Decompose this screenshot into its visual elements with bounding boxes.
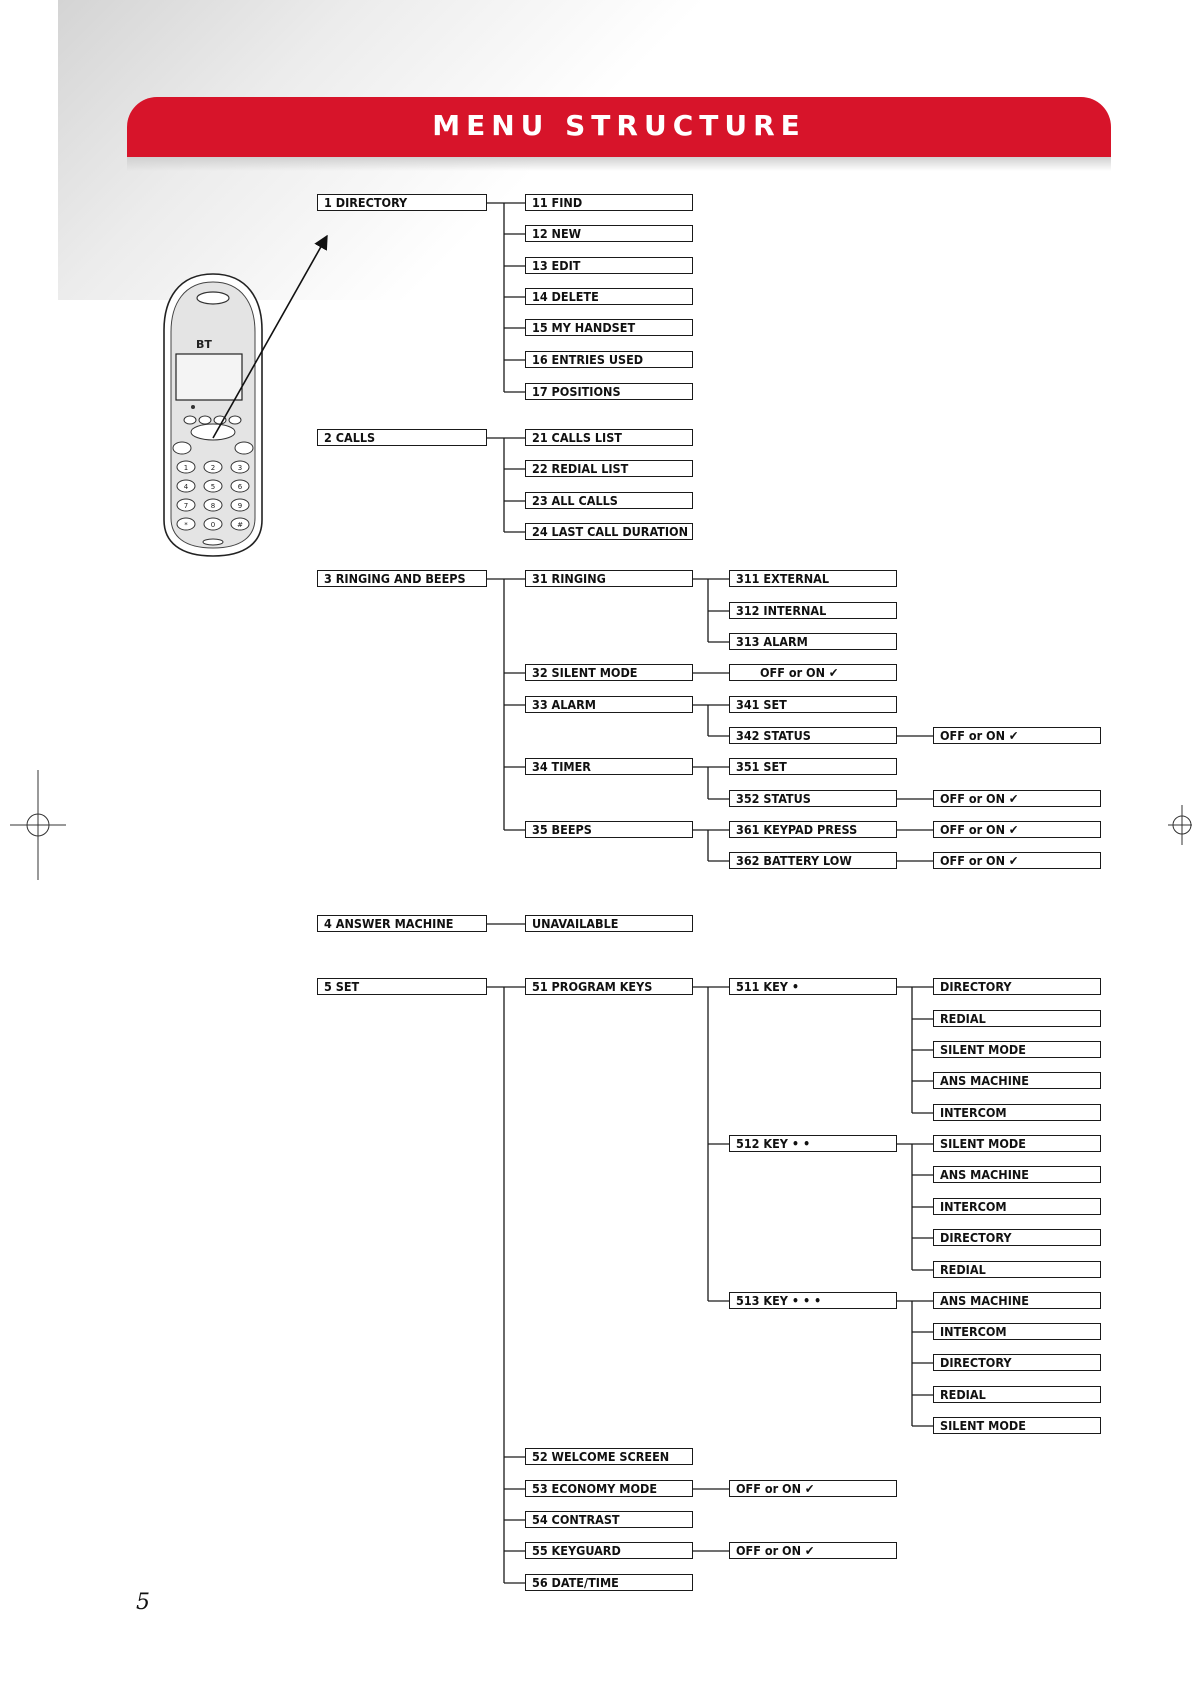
- menu-512-silent-mode: SILENT MODE: [933, 1135, 1101, 1152]
- menu-11-find: 11 FIND: [525, 194, 693, 211]
- menu-512-redial: REDIAL: [933, 1261, 1101, 1278]
- menu-12-new: 12 NEW: [525, 225, 693, 242]
- menu-21-calls-list: 21 CALLS LIST: [525, 429, 693, 446]
- menu-23-all-calls: 23 ALL CALLS: [525, 492, 693, 509]
- menu-55-value: OFF or ON ✔: [729, 1542, 897, 1559]
- svg-text:8: 8: [211, 502, 215, 510]
- menu-362-value: OFF or ON ✔: [933, 852, 1101, 869]
- menu-511-silent-mode: SILENT MODE: [933, 1041, 1101, 1058]
- menu-362-battery-low: 362 BATTERY LOW: [729, 852, 897, 869]
- menu-53-economy-mode: 53 ECONOMY MODE: [525, 1480, 693, 1497]
- menu-342-value: OFF or ON ✔: [933, 727, 1101, 744]
- menu-14-delete: 14 DELETE: [525, 288, 693, 305]
- menu-31-ringing: 31 RINGING: [525, 570, 693, 587]
- menu-15-my-handset: 15 MY HANDSET: [525, 319, 693, 336]
- svg-text:4: 4: [184, 483, 189, 491]
- menu-3-ringing-and-beeps: 3 RINGING AND BEEPS: [317, 570, 487, 587]
- phone-brand-logo: BT: [196, 338, 212, 351]
- menu-55-keyguard: 55 KEYGUARD: [525, 1542, 693, 1559]
- menu-512-directory: DIRECTORY: [933, 1229, 1101, 1246]
- menu-24-last-call-duration: 24 LAST CALL DURATION: [525, 523, 693, 540]
- menu-512-key: 512 KEY • •: [729, 1135, 897, 1152]
- svg-text:*: *: [184, 521, 188, 529]
- menu-513-redial: REDIAL: [933, 1386, 1101, 1403]
- menu-513-intercom: INTERCOM: [933, 1323, 1101, 1340]
- page-title: MENU STRUCTURE: [432, 108, 806, 142]
- menu-54-contrast: 54 CONTRAST: [525, 1511, 693, 1528]
- svg-text:1: 1: [184, 464, 188, 472]
- menu-16-entries-used: 16 ENTRIES USED: [525, 351, 693, 368]
- menu-53-value: OFF or ON ✔: [729, 1480, 897, 1497]
- menu-32-silent-mode: 32 SILENT MODE: [525, 664, 693, 681]
- menu-361-value: OFF or ON ✔: [933, 821, 1101, 838]
- menu-35-beeps: 35 BEEPS: [525, 821, 693, 838]
- menu-312-internal: 312 INTERNAL: [729, 602, 897, 619]
- menu-4-answer-machine: 4 ANSWER MACHINE: [317, 915, 487, 932]
- menu-512-ans-machine: ANS MACHINE: [933, 1166, 1101, 1183]
- menu-13-edit: 13 EDIT: [525, 257, 693, 274]
- page-number: 5: [136, 1590, 150, 1615]
- menu-33-alarm: 33 ALARM: [525, 696, 693, 713]
- menu-361-keypad-press: 361 KEYPAD PRESS: [729, 821, 897, 838]
- menu-342-status: 342 STATUS: [729, 727, 897, 744]
- menu-511-ans-machine: ANS MACHINE: [933, 1072, 1101, 1089]
- menu-56-date-time: 56 DATE/TIME: [525, 1574, 693, 1591]
- menu-511-intercom: INTERCOM: [933, 1104, 1101, 1121]
- menu-311-external: 311 EXTERNAL: [729, 570, 897, 587]
- menu-1-directory: 1 DIRECTORY: [317, 194, 487, 211]
- menu-513-silent-mode: SILENT MODE: [933, 1417, 1101, 1434]
- svg-text:#: #: [237, 521, 243, 529]
- menu-513-directory: DIRECTORY: [933, 1354, 1101, 1371]
- menu-17-positions: 17 POSITIONS: [525, 383, 693, 400]
- menu-52-welcome-screen: 52 WELCOME SCREEN: [525, 1448, 693, 1465]
- registration-mark-left: [10, 770, 66, 880]
- svg-text:7: 7: [184, 502, 188, 510]
- menu-313-alarm: 313 ALARM: [729, 633, 897, 650]
- menu-511-directory: DIRECTORY: [933, 978, 1101, 995]
- menu-51-program-keys: 51 PROGRAM KEYS: [525, 978, 693, 995]
- menu-5-set: 5 SET: [317, 978, 487, 995]
- svg-text:5: 5: [211, 483, 215, 491]
- menu-512-intercom: INTERCOM: [933, 1198, 1101, 1215]
- svg-text:6: 6: [238, 483, 243, 491]
- menu-511-key: 511 KEY •: [729, 978, 897, 995]
- menu-513-ans-machine: ANS MACHINE: [933, 1292, 1101, 1309]
- svg-text:2: 2: [211, 464, 215, 472]
- svg-text:3: 3: [238, 464, 242, 472]
- banner-shadow: [127, 157, 1111, 171]
- phone-illustration: BT 1 2 3 4 5 6 7 8 9 * 0 #: [163, 273, 263, 557]
- menu-2-calls: 2 CALLS: [317, 429, 487, 446]
- menu-34-timer: 34 TIMER: [525, 758, 693, 775]
- registration-mark-right: [1168, 805, 1192, 845]
- svg-text:0: 0: [211, 521, 215, 529]
- menu-513-key: 513 KEY • • •: [729, 1292, 897, 1309]
- menu-4-unavailable: UNAVAILABLE: [525, 915, 693, 932]
- menu-32-value: OFF or ON ✔: [729, 664, 897, 681]
- menu-511-redial: REDIAL: [933, 1010, 1101, 1027]
- menu-352-value: OFF or ON ✔: [933, 790, 1101, 807]
- pointer-arrow: [212, 234, 328, 439]
- menu-351-set: 351 SET: [729, 758, 897, 775]
- svg-text:9: 9: [238, 502, 242, 510]
- title-banner: MENU STRUCTURE: [127, 97, 1111, 157]
- menu-22-redial-list: 22 REDIAL LIST: [525, 460, 693, 477]
- menu-341-set: 341 SET: [729, 696, 897, 713]
- menu-352-status: 352 STATUS: [729, 790, 897, 807]
